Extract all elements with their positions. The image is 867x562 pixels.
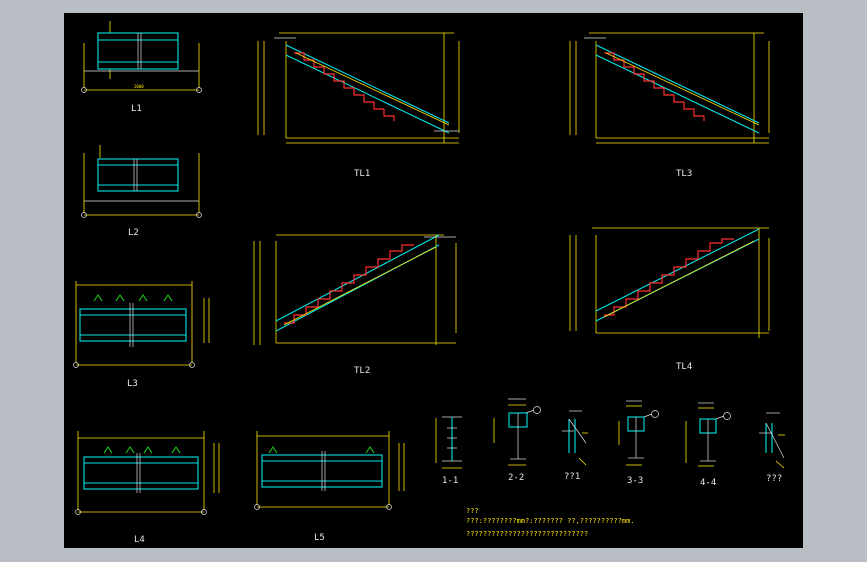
section-2-2-drawing	[493, 398, 541, 466]
beam-label-L1: L1	[131, 104, 142, 114]
section-4-4-drawing	[685, 402, 731, 467]
beam-L1-drawing: 2000	[81, 21, 202, 93]
section-label-4-4: 4-4	[700, 478, 716, 488]
stair-label-TL2: TL2	[354, 366, 370, 376]
section-1-1-drawing	[435, 416, 462, 469]
beam-label-L3: L3	[127, 379, 138, 389]
drawing-sheet: 2000 L1 L2 L3	[64, 13, 803, 548]
section-label-detail-1: ??1	[564, 472, 580, 482]
stair-TL2-drawing	[253, 234, 457, 345]
section-3-3-drawing	[618, 400, 659, 466]
notes-title: ???	[466, 507, 479, 515]
beam-L5-drawing	[254, 431, 405, 510]
stair-TL4-drawing	[569, 227, 770, 338]
section-label-2-2: 2-2	[508, 473, 524, 483]
svg-text:2000: 2000	[134, 84, 144, 89]
beam-L2-drawing	[81, 145, 202, 218]
stair-label-TL1: TL1	[354, 169, 370, 179]
beam-label-L4: L4	[134, 535, 145, 545]
stair-label-TL4: TL4	[676, 362, 692, 372]
stair-TL3-drawing	[569, 32, 770, 144]
beam-L4-drawing	[75, 431, 220, 515]
stair-label-TL3: TL3	[676, 169, 692, 179]
beam-label-L5: L5	[314, 533, 325, 543]
section-label-1-1: 1-1	[442, 476, 458, 486]
notes-line-2: ?????????????????????????????	[466, 530, 588, 538]
beam-label-L2: L2	[128, 228, 139, 238]
beam-L3-drawing	[73, 281, 210, 368]
section-label-detail-2: ???	[766, 474, 782, 484]
notes-line-1: ???:????????mm?:??????? ??,??????????mm.	[466, 517, 635, 525]
cad-drawing: 2000 L1 L2 L3	[73, 21, 785, 545]
section-label-3-3: 3-3	[627, 476, 643, 486]
detail-2-drawing	[759, 412, 785, 469]
detail-1-drawing	[562, 410, 588, 466]
stair-TL1-drawing	[257, 32, 460, 144]
